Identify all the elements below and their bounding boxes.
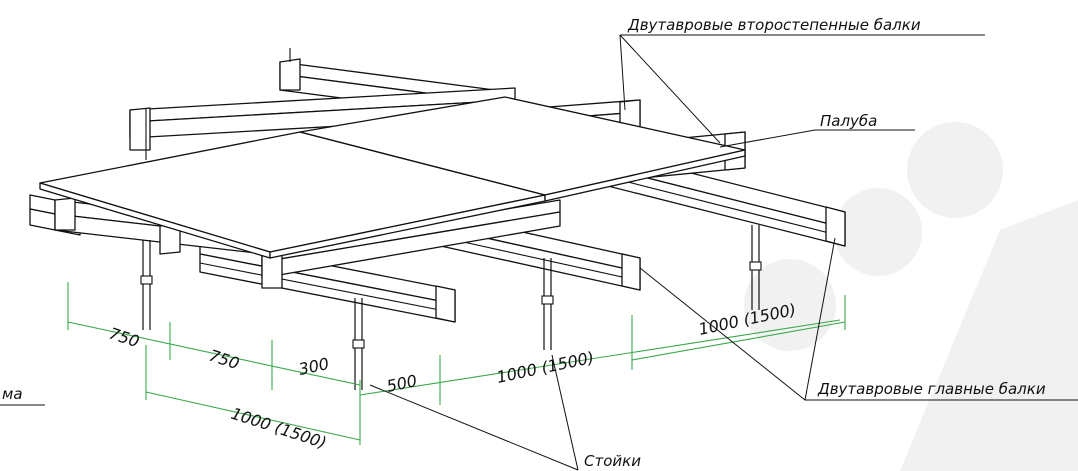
secondary-beam-front [261,199,561,289]
post-1 [140,240,153,330]
post-2 [352,298,365,390]
deck-panel [39,96,746,259]
leader-lines [0,34,1078,471]
watermark [744,122,1078,471]
dim-500: 500 [385,371,419,396]
label-left-cut: ма [2,385,23,403]
dim-1000-mid: 1000 (1500) [495,348,596,387]
label-main-beams: Двутавровые главные балки [817,380,1046,398]
post-3 [541,258,554,350]
label-posts: Стойки [584,452,641,470]
label-deck: Палуба [820,112,877,130]
post-4 [749,225,762,310]
dimension-lines [67,282,846,445]
dim-1000-bottom: 1000 (1500) [229,404,329,453]
dim-300: 300 [297,354,331,379]
dim-750-b: 750 [207,346,242,374]
label-secondary-beams: Двутавровые второстепенные балки [627,16,921,34]
dim-750-a: 750 [107,324,142,352]
